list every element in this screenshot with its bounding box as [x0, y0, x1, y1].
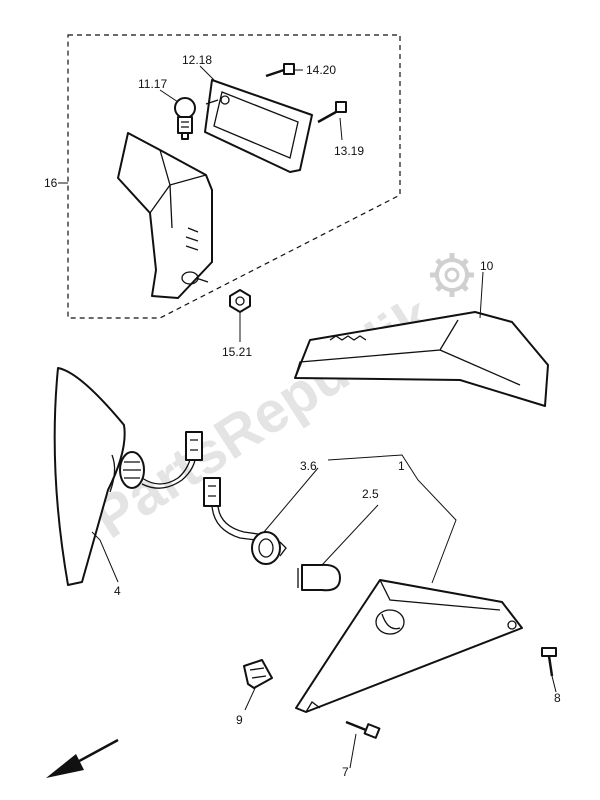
clip-nut-9	[243, 659, 273, 689]
rear-cover-10	[294, 311, 549, 407]
label-8: 8	[554, 691, 561, 705]
front-lens-4	[53, 367, 126, 586]
bulb-11-17	[174, 97, 196, 140]
watermark-gear-icon	[430, 253, 474, 297]
screw-13-19	[317, 101, 347, 124]
socket-3-6	[203, 477, 287, 565]
label-7: 7	[342, 765, 349, 779]
assembly-16-dashed-box	[67, 34, 401, 319]
flasher-housing-16	[117, 132, 213, 299]
label-16: 16	[44, 176, 58, 190]
label-12-18: 12.18	[182, 53, 212, 67]
screw-14-20	[265, 63, 295, 78]
label-3-6: 3.6	[300, 459, 317, 473]
socket-cord-left	[119, 431, 203, 489]
label-10: 10	[480, 259, 494, 273]
callout-labels: 16 12.18 11.17 14.20 13.19 10 15.21 3.6 …	[44, 53, 561, 779]
screw-8	[541, 647, 557, 677]
label-4: 4	[114, 584, 121, 598]
nut-15-21	[229, 289, 251, 313]
watermark: PartsRepublik	[82, 253, 474, 551]
bulb-2-5	[297, 563, 341, 592]
label-2-5: 2.5	[362, 487, 379, 501]
lens-rim-12-18	[204, 79, 313, 173]
rear-lens-1	[295, 579, 523, 713]
label-1: 1	[398, 459, 405, 473]
label-13-19: 13.19	[334, 144, 364, 158]
screw-7	[345, 720, 381, 739]
label-11-17: 11.17	[138, 77, 167, 91]
label-14-20: 14.20	[306, 63, 336, 77]
watermark-text: PartsRepublik	[82, 284, 445, 551]
leader-lines	[58, 65, 557, 769]
label-9: 9	[236, 713, 243, 727]
direction-arrow-icon	[46, 738, 119, 778]
label-15-21: 15.21	[222, 345, 252, 359]
